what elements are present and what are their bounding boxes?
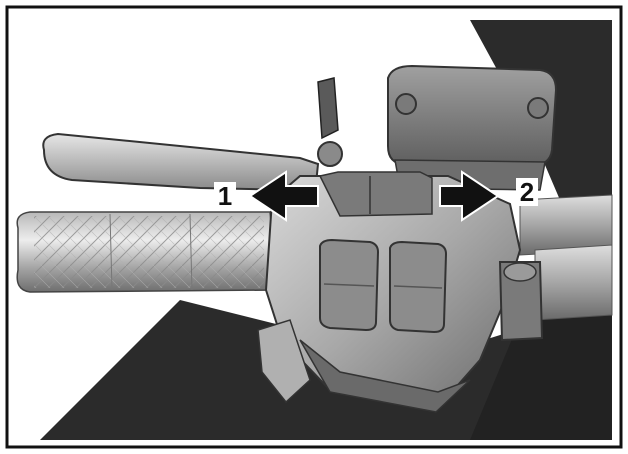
grip-texture <box>34 216 264 288</box>
clamp-body-right <box>498 261 544 342</box>
brake-switch-tab <box>317 77 339 140</box>
callout-1: 1 <box>218 181 232 211</box>
arrow-right-icon <box>439 170 500 222</box>
rocker-right-ridge <box>393 285 443 289</box>
dark-fairing-right <box>470 290 612 440</box>
brake-lever <box>42 132 320 192</box>
callout-2-background <box>516 178 538 206</box>
reservoir-screw-left <box>395 93 417 115</box>
callout-2: 2 <box>520 177 534 207</box>
clamp-bolt-head <box>503 262 537 282</box>
top-rocker-switch <box>318 171 433 217</box>
grip-seam-1 <box>109 213 113 291</box>
callout-1-background <box>214 182 236 210</box>
arrow-left-icon <box>248 170 319 222</box>
housing-clamp-left <box>257 319 311 404</box>
housing-lower-lip <box>299 339 471 413</box>
figure-border <box>5 5 623 449</box>
lever-pivot-bolt <box>317 141 343 167</box>
handlebar-tube-lower <box>534 244 613 321</box>
reservoir-screw-right <box>527 97 549 119</box>
rocker-left-ridge <box>323 283 375 287</box>
grip-seam-2 <box>189 213 193 291</box>
